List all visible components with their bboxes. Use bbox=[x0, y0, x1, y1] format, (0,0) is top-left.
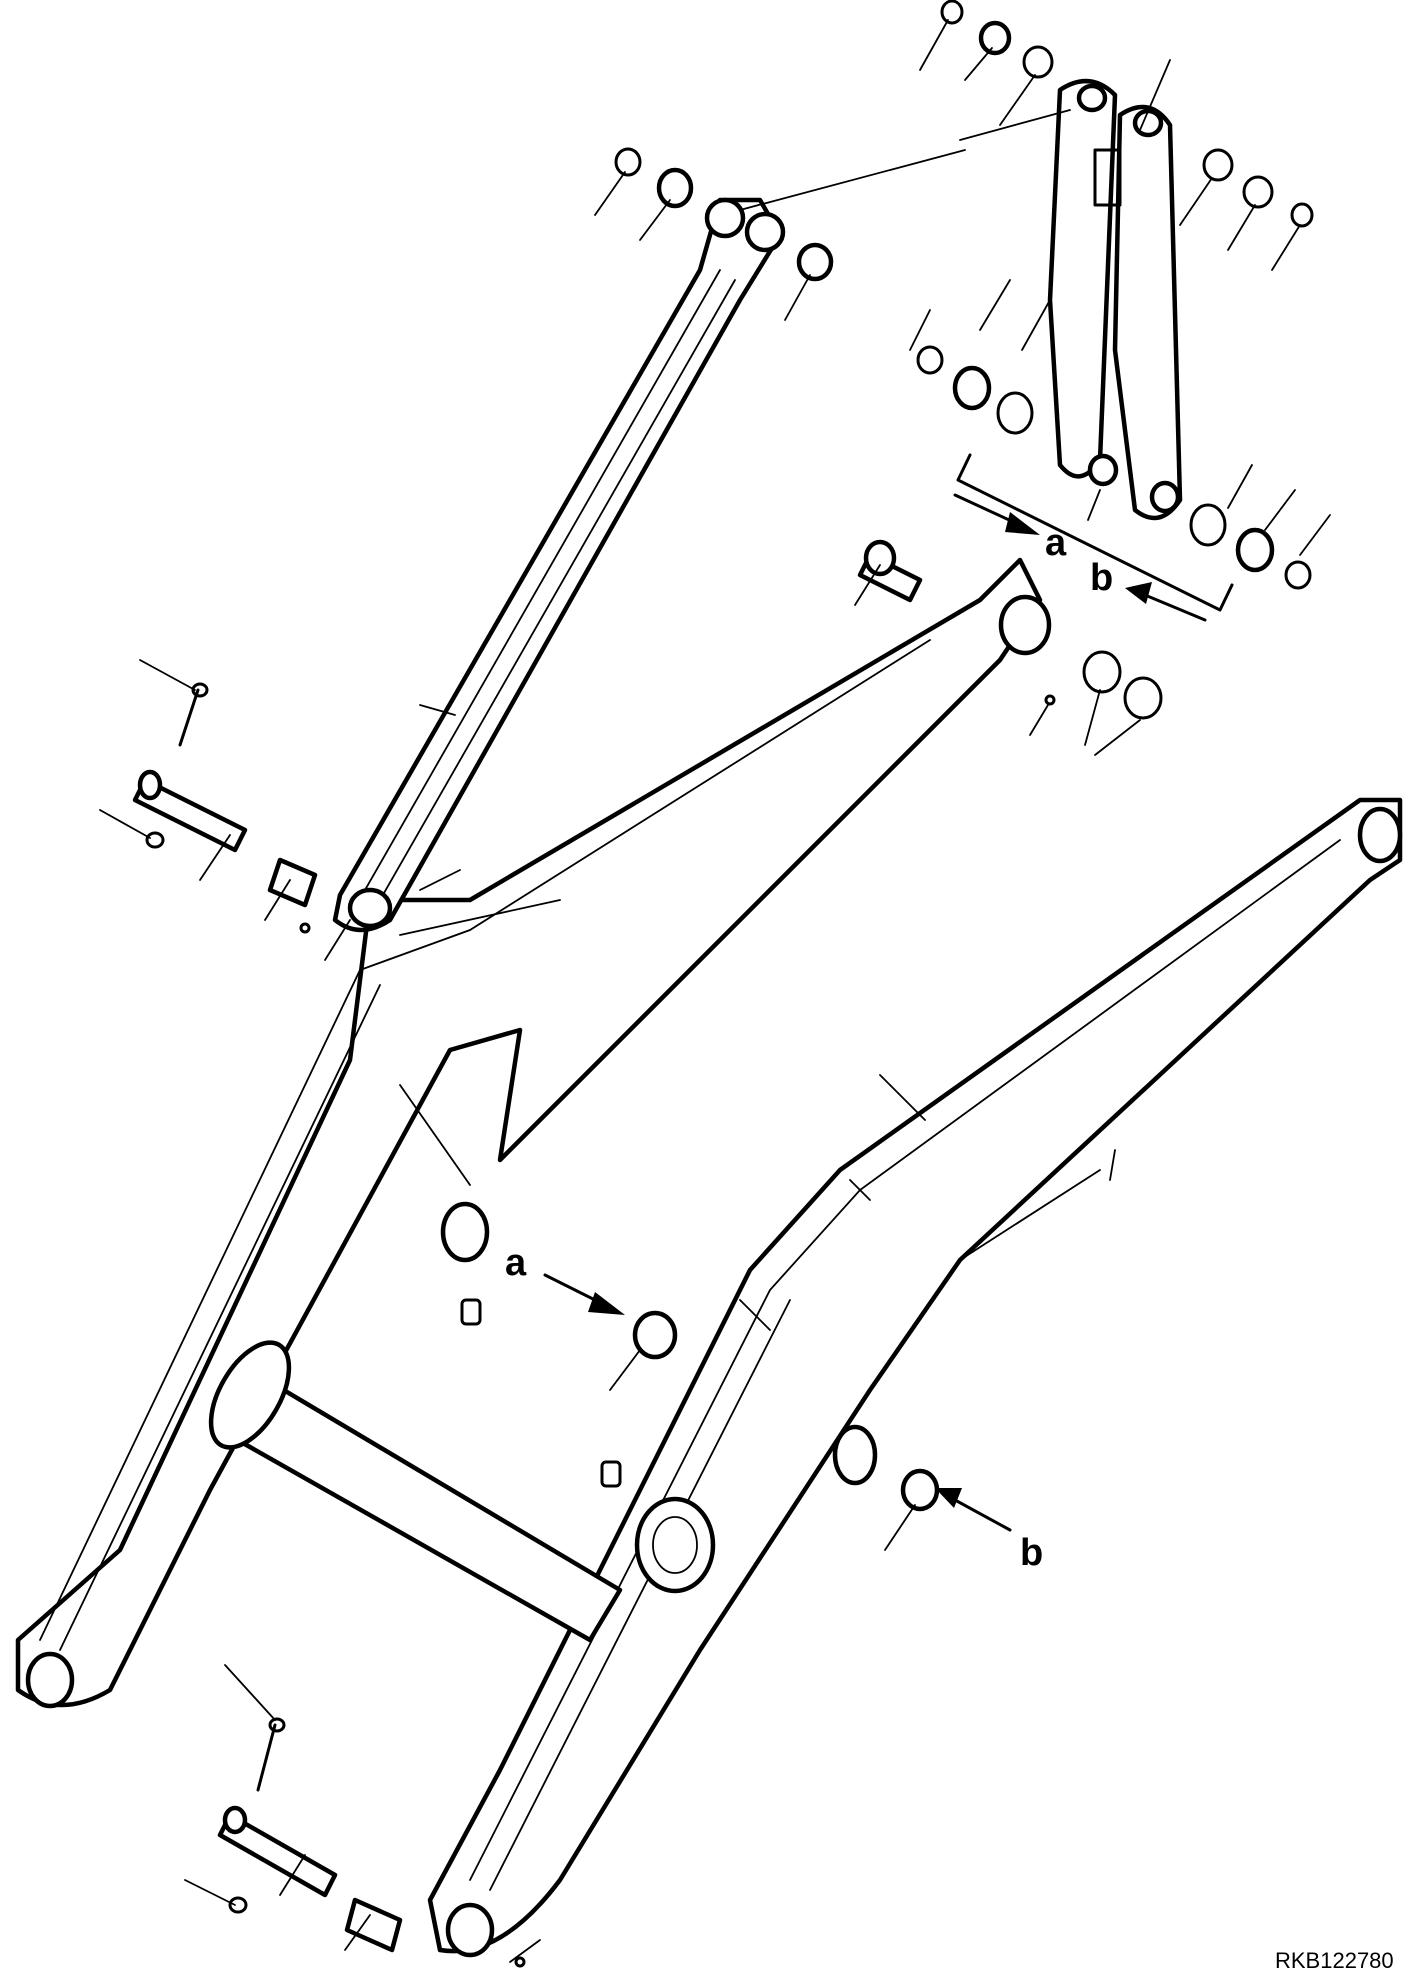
arrow-a-lower bbox=[543, 1273, 625, 1315]
callout-label-a-lower: a bbox=[505, 1242, 527, 1284]
cross-tube bbox=[208, 1298, 623, 1643]
boom-center-boss bbox=[634, 1496, 716, 1594]
leader-lines bbox=[99, 19, 1331, 1963]
callout-label-b-top: b bbox=[1090, 557, 1113, 599]
callout-label-a-top: a bbox=[1045, 522, 1067, 564]
arrow-b-lower bbox=[935, 1488, 1012, 1532]
boom-pin-bores bbox=[25, 594, 1403, 1958]
callout-bracket bbox=[956, 453, 1234, 612]
washers-and-rings bbox=[614, 0, 1314, 1512]
pins-and-bolts bbox=[132, 539, 1056, 1968]
drawing-number: RKB122780 bbox=[1275, 1948, 1394, 1973]
arrow-b-top bbox=[1125, 582, 1207, 622]
arrow-a-top bbox=[953, 493, 1040, 535]
boom-left-arm bbox=[15, 557, 1043, 1708]
link-arm bbox=[332, 197, 786, 933]
callout-label-b-lower: b bbox=[1020, 1532, 1043, 1574]
bellcrank-plates bbox=[1047, 78, 1183, 521]
